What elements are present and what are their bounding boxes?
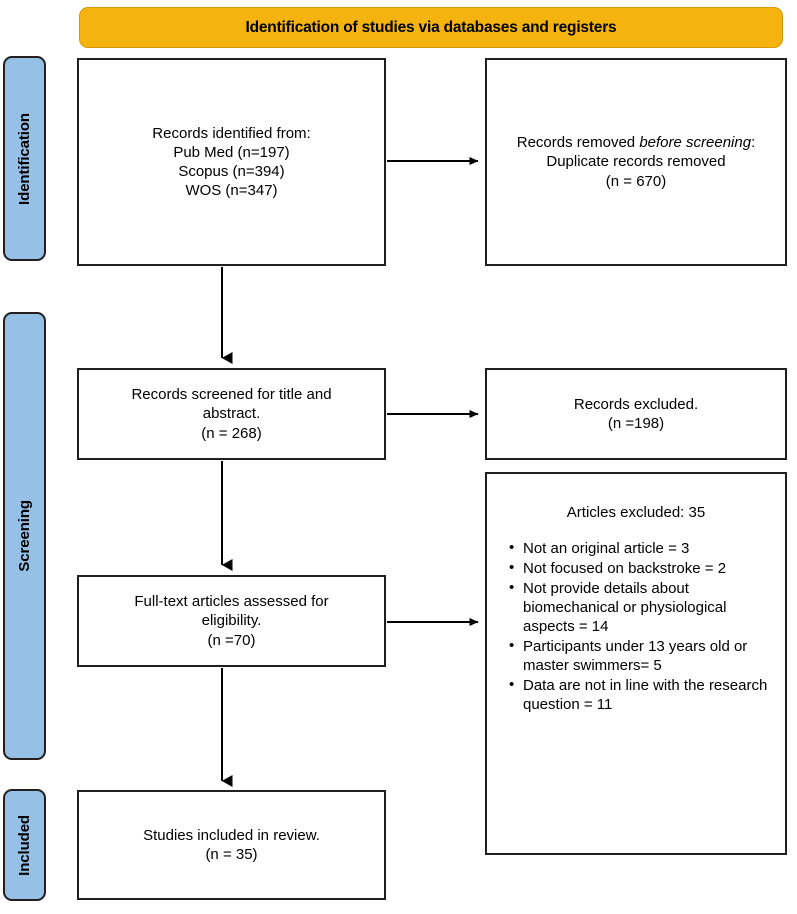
box-records-excluded-content: Records excluded. (n =198) xyxy=(487,395,785,433)
box-records-excluded: Records excluded. (n =198) xyxy=(485,368,787,460)
box-records-removed: Records removed before screening: Duplic… xyxy=(485,58,787,266)
stage-identification-text: Identification xyxy=(16,112,33,205)
stage-label-identification: Identification xyxy=(3,56,46,261)
list-item: Not focused on backstroke = 2 xyxy=(509,558,771,579)
records-removed-prefix: Records removed xyxy=(516,134,640,152)
records-removed-line-3: (n = 670) xyxy=(605,172,667,190)
box-records-screened: Records screened for title and abstract.… xyxy=(77,368,386,460)
stage-screening-text: Screening xyxy=(16,500,33,572)
box-studies-included: Studies included in review. (n = 35) xyxy=(77,790,386,900)
fulltext-line-1: Full-text articles assessed for xyxy=(134,593,329,611)
stage-included-text: Included xyxy=(16,814,33,876)
box-exclusion-reasons: Articles excluded: 35 Not an original ar… xyxy=(485,472,787,855)
studies-included-line-2: (n = 35) xyxy=(205,846,258,863)
records-identified-line-4: WOS (n=347) xyxy=(185,182,278,200)
box-records-screened-content: Records screened for title and abstract.… xyxy=(79,385,384,443)
records-excluded-line-2: (n =198) xyxy=(607,415,665,432)
records-removed-italic: before screening xyxy=(639,134,752,152)
box-records-identified-content: Records identified from: Pub Med (n=197)… xyxy=(79,124,384,201)
exclusion-reasons-list: Not an original article = 3 Not focused … xyxy=(497,538,775,715)
list-item: Not an original article = 3 xyxy=(509,538,771,559)
banner-title: Identification of studies via databases … xyxy=(245,18,617,36)
records-identified-line-2: Pub Med (n=197) xyxy=(173,143,290,161)
records-screened-line-2: abstract. xyxy=(202,405,261,423)
box-fulltext-assessed: Full-text articles assessed for eligibil… xyxy=(77,575,386,667)
box-studies-included-content: Studies included in review. (n = 35) xyxy=(79,826,384,864)
stage-label-included: Included xyxy=(3,789,46,901)
records-removed-suffix: : xyxy=(751,134,756,152)
list-item: Participants under 13 years old or maste… xyxy=(509,636,771,676)
records-identified-line-1: Records identified from: xyxy=(152,124,311,142)
records-removed-line-2: Duplicate records removed xyxy=(546,153,726,171)
fulltext-line-2: eligibility. xyxy=(201,612,262,630)
fulltext-line-3: (n =70) xyxy=(207,631,256,649)
records-screened-line-1: Records screened for title and xyxy=(131,386,332,404)
records-excluded-line-1: Records excluded. xyxy=(573,395,699,413)
box-records-removed-content: Records removed before screening: Duplic… xyxy=(487,133,785,191)
list-item: Data are not in line with the research q… xyxy=(509,675,771,715)
records-screened-line-3: (n = 268) xyxy=(201,424,262,442)
box-records-identified: Records identified from: Pub Med (n=197)… xyxy=(77,58,386,266)
exclusion-reasons-title: Articles excluded: 35 xyxy=(566,504,706,521)
studies-included-line-1: Studies included in review. xyxy=(143,826,320,844)
list-item: Not provide details about biomechanical … xyxy=(509,578,771,637)
stage-label-screening: Screening xyxy=(3,312,46,760)
diagram-header-banner: Identification of studies via databases … xyxy=(79,7,783,48)
box-exclusion-reasons-content: Articles excluded: 35 Not an original ar… xyxy=(487,474,785,715)
records-identified-line-3: Scopus (n=394) xyxy=(178,163,285,180)
records-removed-line-1: Records removed before screening: xyxy=(487,133,785,152)
box-fulltext-assessed-content: Full-text articles assessed for eligibil… xyxy=(79,592,384,650)
